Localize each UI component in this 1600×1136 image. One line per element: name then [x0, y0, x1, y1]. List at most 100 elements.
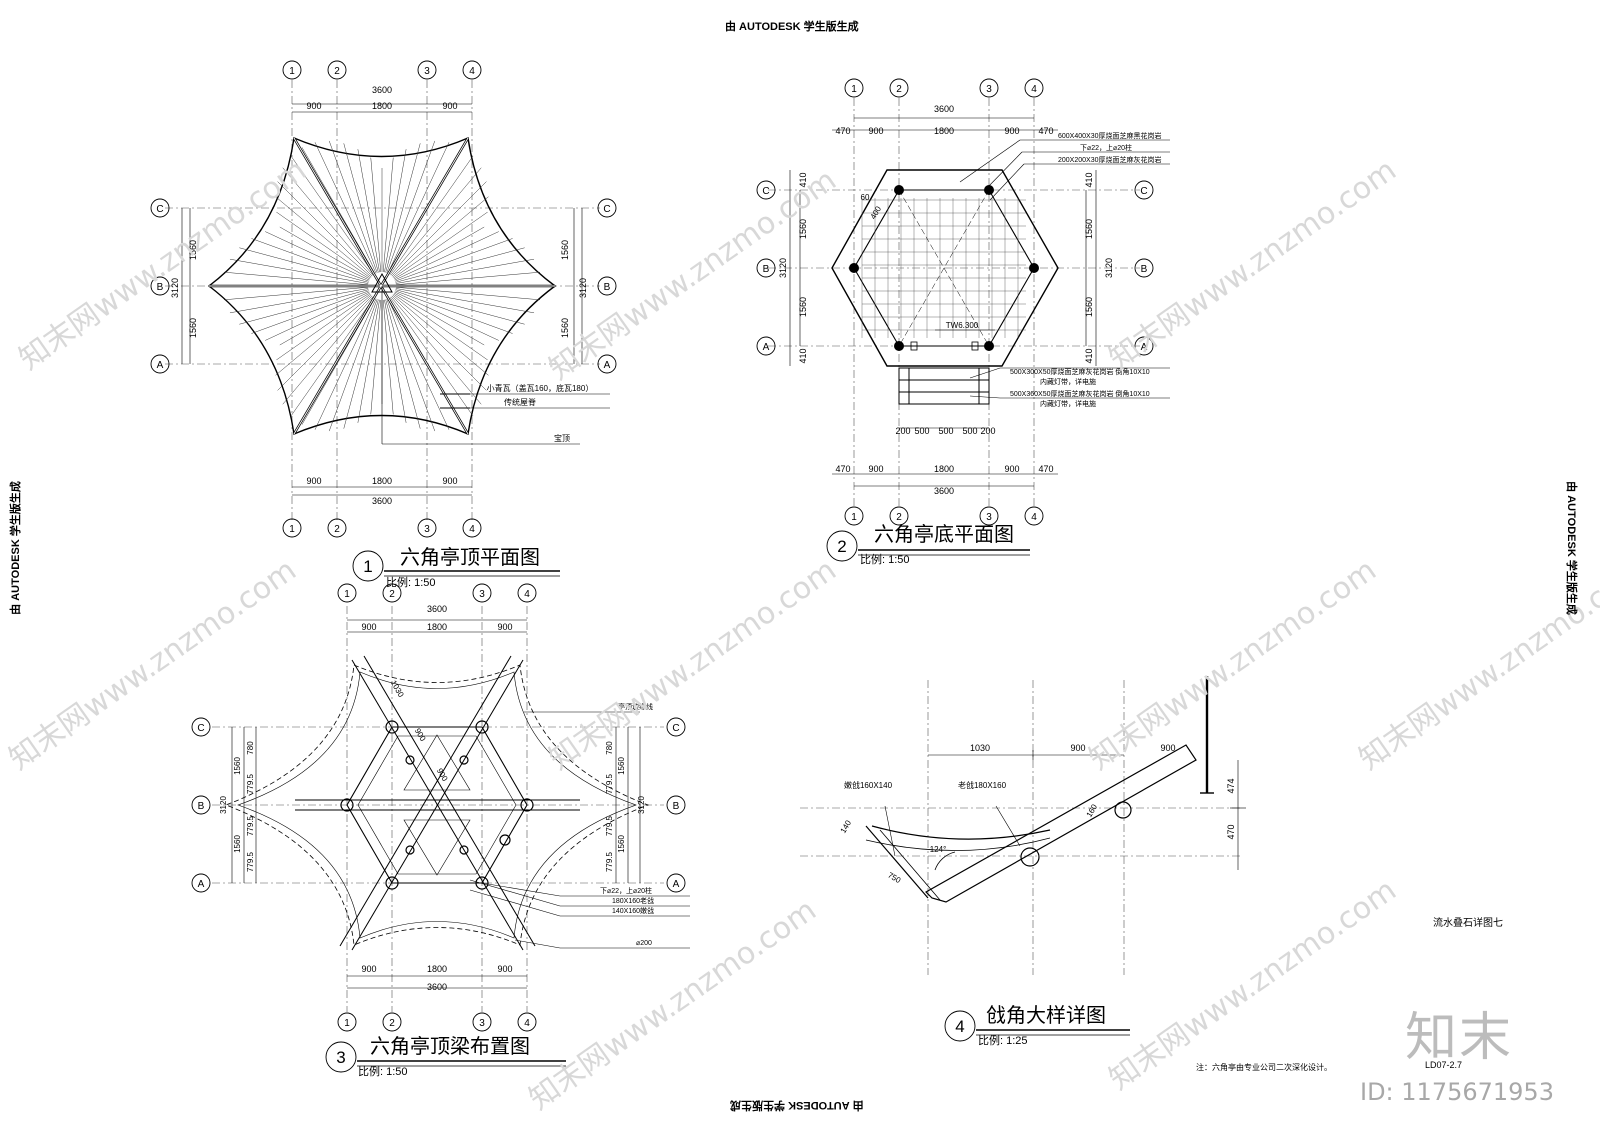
- grid-2: 2: [896, 512, 902, 523]
- watermark-id: ID: 1175671953: [1360, 1078, 1554, 1106]
- dim: 500: [938, 426, 953, 436]
- drawing-scale: 比例: 1:50: [358, 1064, 408, 1078]
- dim: 750: [886, 871, 903, 886]
- drawing-number: 4: [955, 1017, 964, 1036]
- grid-a: A: [673, 879, 680, 890]
- note-lao: 老戗180X160: [958, 780, 1007, 790]
- dim: 900: [442, 476, 457, 486]
- drawing-beam-layout: [191, 583, 690, 1073]
- grid-4: 4: [524, 1018, 530, 1029]
- footnote: 注：六角亭由专业公司二次深化设计。: [1196, 1062, 1332, 1072]
- note-ridge: 传统屋脊: [504, 397, 536, 407]
- drawing-floor-plan: [756, 78, 1170, 562]
- note-tile: 小青瓦（盖瓦160，底瓦180）: [487, 383, 594, 393]
- dim: 60: [861, 193, 870, 202]
- note-light: 内藏灯带，详电施: [1040, 399, 1096, 408]
- dim: 1560: [233, 757, 242, 775]
- dim: 3120: [170, 278, 180, 298]
- grid-a: A: [157, 360, 164, 371]
- dim: 3600: [372, 85, 392, 95]
- dim: 900: [306, 101, 321, 111]
- dim: 780: [246, 741, 255, 755]
- drawing-scale: 比例: 1:50: [860, 552, 910, 566]
- dim: 900: [868, 464, 883, 474]
- dim: 900: [497, 622, 512, 632]
- dim: 900: [1004, 126, 1019, 136]
- dim: 779.5: [246, 815, 255, 836]
- grid-1: 1: [289, 524, 295, 535]
- grid-3: 3: [986, 84, 992, 95]
- dim: 1560: [188, 240, 198, 260]
- note-light: 内藏灯带，详电施: [1040, 377, 1096, 386]
- note-granite: 600X400X30厚烧面芝麻黑花岗岩: [1058, 131, 1161, 140]
- grid-c: C: [762, 186, 769, 197]
- drawing-title: 戗角大样详图: [986, 1004, 1106, 1027]
- grid-b: B: [673, 801, 680, 812]
- dim: 780: [605, 741, 614, 755]
- drawing-title: 六角亭底平面图: [874, 523, 1014, 546]
- grid-1: 1: [851, 84, 857, 95]
- grid-b: B: [763, 264, 770, 275]
- grid-3: 3: [479, 1018, 485, 1029]
- dim: 1560: [798, 219, 808, 239]
- grid-4: 4: [469, 66, 475, 77]
- dim: 410: [798, 172, 808, 187]
- grid-c: C: [156, 204, 163, 215]
- note-column: 下⌀22，上⌀20柱: [600, 886, 652, 895]
- grid-3: 3: [424, 524, 430, 535]
- grid-b: B: [1141, 264, 1148, 275]
- dim: 900: [361, 964, 376, 974]
- dim: 410: [1084, 172, 1094, 187]
- grid-c: C: [603, 204, 610, 215]
- dim: 1800: [372, 476, 392, 486]
- dim: 500: [914, 426, 929, 436]
- dim: 3600: [427, 604, 447, 614]
- dim: 900: [497, 964, 512, 974]
- grid-c: C: [672, 723, 679, 734]
- dim: 1560: [1084, 219, 1094, 239]
- dim: 3600: [934, 486, 954, 496]
- dim: 900: [1160, 743, 1175, 753]
- dim: 900: [413, 727, 428, 744]
- grid-a: A: [763, 342, 770, 353]
- dim: 779.5: [246, 773, 255, 794]
- dim: 3120: [778, 258, 788, 278]
- dim: 900: [361, 622, 376, 632]
- dim: 779.5: [605, 773, 614, 794]
- note-beam: 140X160嫩戗: [612, 906, 654, 915]
- dim: 779.5: [605, 851, 614, 872]
- drawing-number: 2: [837, 537, 846, 556]
- dim: 400: [869, 204, 884, 221]
- grid-1: 1: [344, 1018, 350, 1029]
- drawing-roof-plan: [150, 60, 617, 582]
- dim: 1800: [427, 964, 447, 974]
- dim: 900: [868, 126, 883, 136]
- note-column: 下⌀22，上⌀20柱: [1080, 143, 1132, 152]
- dim: 1560: [1084, 297, 1094, 317]
- note-granite: 500X300X50厚烧面芝麻灰花岗岩 倒角10X10: [1010, 367, 1150, 376]
- grid-3: 3: [986, 512, 992, 523]
- drawing-number: 1: [363, 557, 372, 576]
- grid-b: B: [157, 282, 164, 293]
- dim: 470: [1038, 126, 1053, 136]
- dim: 410: [1084, 348, 1094, 363]
- dim: 3120: [578, 278, 588, 298]
- autodesk-stamp: 由 AUTODESK 学生版生成: [1564, 481, 1577, 615]
- dim: 1560: [560, 318, 570, 338]
- note-tw: TW6.300: [946, 321, 979, 330]
- dim: 1800: [934, 126, 954, 136]
- grid-c: C: [197, 723, 204, 734]
- dim: 3600: [934, 104, 954, 114]
- grid-a: A: [198, 879, 205, 890]
- dim: 1030: [389, 679, 406, 699]
- grid-c: C: [1140, 186, 1147, 197]
- grid-2: 2: [896, 84, 902, 95]
- grid-a: A: [604, 360, 611, 371]
- grid-4: 4: [524, 589, 530, 600]
- grid-2: 2: [389, 589, 395, 600]
- grid-4: 4: [1031, 84, 1037, 95]
- drawing-scale: 比例: 1:25: [978, 1033, 1028, 1047]
- grid-4: 4: [1031, 512, 1037, 523]
